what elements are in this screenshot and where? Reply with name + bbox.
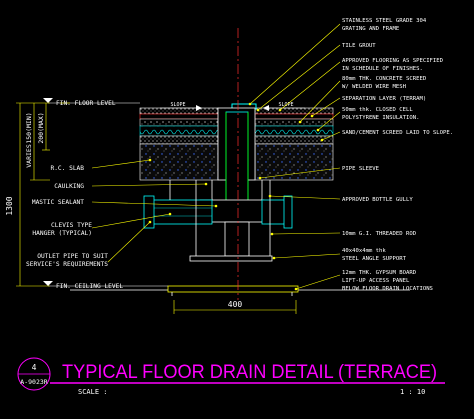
label-rc-slab: R.C. SLAB: [50, 165, 84, 172]
floor-buildup-left: [139, 107, 219, 181]
label-angle-support-1: 40x40x4mm thk: [342, 248, 386, 254]
vertical-dimensions: [16, 102, 50, 287]
dim-400: 400: [228, 300, 243, 309]
label-outlet-pipe-2: SERVICE'S REQUIREMENTS: [26, 261, 108, 268]
label-access-panel-3: BELOW FLOOR DRAIN LOCATIONS: [342, 286, 433, 292]
label-caulking: CAULKING: [54, 183, 84, 190]
scale-label: SCALE :: [78, 388, 108, 396]
label-access-panel-2: LIFT-UP ACCESS PANEL: [342, 278, 410, 284]
label-flooring-1: APPROVED FLOORING AS SPECIFIED: [342, 58, 444, 64]
slope-label-left: SLOPE: [170, 102, 185, 108]
right-leaders: [249, 23, 341, 290]
label-sand-cement: SAND/CEMENT SCREED LAID TO SLOPE.: [342, 130, 453, 136]
label-mastic-sealant: MASTIC SEALANT: [32, 199, 84, 206]
label-tile-grout: TILE GROUT: [342, 43, 376, 49]
left-leader-dots: [148, 158, 218, 224]
floor-buildup-right: [254, 107, 334, 181]
sheet-ref: A-9023R: [20, 378, 47, 386]
label-threaded-rod: 10mm G.I. THREADED ROD: [342, 231, 417, 237]
dim-200-max: 200(MAX): [37, 112, 45, 143]
label-insulation-1: 50mm thk. CLOSED CELL: [342, 107, 413, 113]
left-leaders: [60, 102, 217, 263]
label-outlet-pipe-1: OUTLET PIPE TO SUIT: [37, 253, 108, 260]
label-clevis-hanger-1: CLEVIS TYPE: [51, 222, 92, 229]
dim-400-lines: [173, 300, 297, 314]
title-block: [17, 357, 445, 391]
label-screed-1: 80mm THK. CONCRETE SCREED: [342, 76, 427, 82]
label-clevis-hanger-2: HANGER (TYPICAL): [32, 230, 92, 237]
label-grating-1: STAINLESS STEEL GRADE 304: [342, 18, 427, 24]
ceiling-access-panel: [70, 285, 410, 296]
label-screed-2: W/ WELDED WIRE MESH: [342, 84, 406, 90]
label-separation: SEPARATION LAYER (TERRAM): [342, 96, 426, 102]
drawing-title: TYPICAL FLOOR DRAIN DETAIL (TERRACE): [62, 362, 437, 383]
dim-1300: 1300: [5, 196, 14, 215]
label-flooring-2: IN SCHEDULE OF FINISHES.: [342, 66, 423, 72]
label-bottle-gully: APPROVED BOTTLE GULLY: [342, 197, 413, 203]
right-leader-dots: [248, 102, 324, 291]
dim-150-min: 150(MIN): [25, 112, 33, 143]
sheet-number: 4: [32, 363, 37, 372]
label-insulation-2: POLYSTYRENE INSULATION.: [342, 115, 419, 121]
scale-value: 1 : 10: [400, 388, 425, 396]
label-access-panel-1: 12mm THK. GYPSUM BOARD: [342, 270, 417, 276]
label-fin-ceiling-level: FIN. CEILING LEVEL: [56, 283, 123, 290]
label-grating-2: GRATING AND FRAME: [342, 26, 400, 32]
slope-arrows: [160, 105, 305, 111]
label-fin-floor-level: FIN. FLOOR LEVEL: [56, 100, 116, 107]
label-angle-support-2: STEEL ANGLE SUPPORT: [342, 256, 407, 262]
label-pipe-sleeve: PIPE SLEEVE: [342, 166, 380, 172]
dim-varies: VARIES: [25, 144, 33, 168]
